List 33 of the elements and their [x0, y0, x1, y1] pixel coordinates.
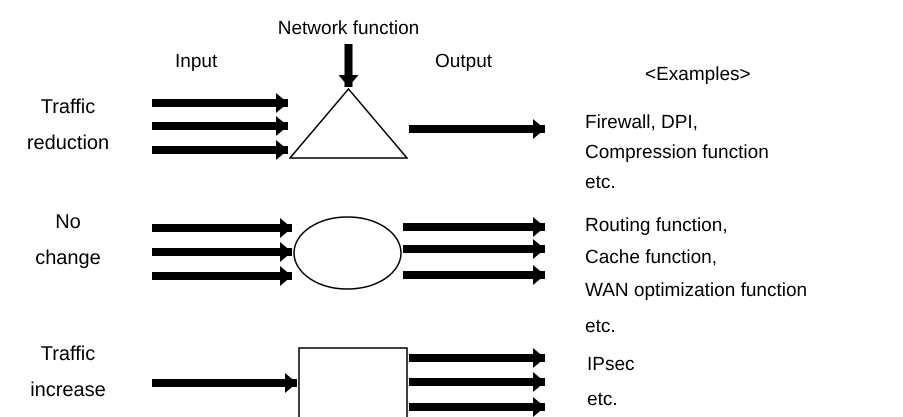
arrow [152, 242, 292, 262]
row-label: Traffic reduction [26, 95, 110, 156]
arrow [152, 218, 292, 238]
text-label: Compression function [585, 141, 769, 165]
text-label: Firewall, DPI, [585, 111, 698, 135]
text-label: Output [435, 50, 492, 74]
arrow [409, 397, 545, 417]
row-label: No change [34, 210, 102, 271]
text-label: Input [175, 50, 218, 74]
arrow [409, 348, 545, 368]
arrow [152, 373, 297, 393]
arrow [152, 93, 288, 113]
arrow [152, 116, 288, 136]
row-label: Traffic increase [29, 342, 107, 403]
text-label: IPsec [587, 353, 635, 377]
arrow [403, 265, 545, 285]
arrow [409, 372, 545, 392]
arrow [152, 140, 288, 160]
arrow [152, 266, 292, 286]
text-label: <Examples> [645, 63, 751, 87]
text-label: Cache function, [585, 246, 718, 270]
arrow [409, 119, 545, 139]
node-label: Network function [248, 16, 449, 42]
text-label: etc. [585, 315, 616, 339]
arrow [403, 217, 545, 237]
ellipse-shape [293, 216, 402, 290]
text-label: WAN optimization function [585, 279, 808, 303]
triangle-shape [289, 88, 408, 159]
arrow [403, 239, 545, 259]
text-label: etc. [587, 388, 618, 412]
text-label: etc. [585, 171, 616, 195]
arrow [338, 44, 358, 87]
text-label: Routing function, [585, 214, 728, 238]
